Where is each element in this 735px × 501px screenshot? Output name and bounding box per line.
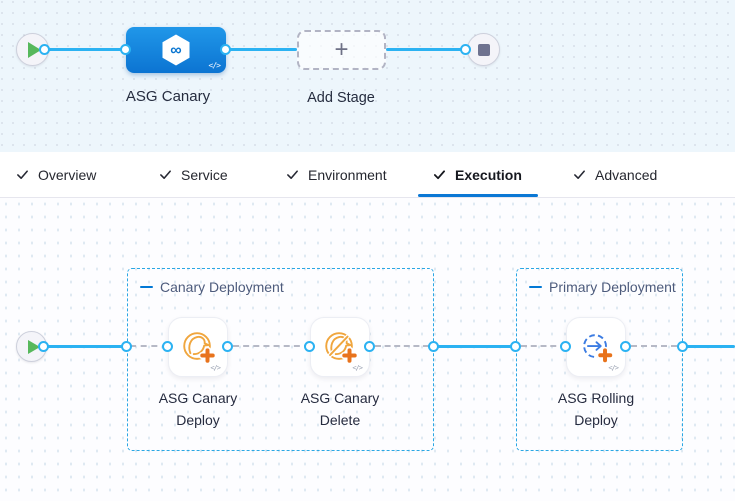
edge-addstage-to-end	[386, 48, 462, 51]
edge-dashed	[375, 345, 429, 347]
stage-graph-canvas[interactable]: ∞ </> + ASG Canary Add Stage	[0, 0, 735, 152]
step-code-toggle-icon[interactable]: </>	[210, 364, 221, 372]
stage-config-tabbar: Overview Service Environment Execution A…	[0, 152, 735, 198]
check-icon	[160, 170, 171, 180]
canary-delete-icon	[325, 332, 359, 365]
group1-in-port	[121, 341, 132, 352]
edge-dashed	[521, 345, 566, 347]
edge-start-to-stage	[45, 48, 126, 51]
plus-icon: +	[334, 36, 349, 63]
stage-asg-canary[interactable]: ∞ </>	[126, 27, 226, 73]
edge-dashed	[631, 345, 677, 347]
step-asg-canary-deploy[interactable]: </>	[168, 317, 228, 377]
check-icon	[287, 170, 298, 180]
step-in-port	[162, 341, 173, 352]
edge-dashed	[130, 345, 168, 347]
tab-environment[interactable]: Environment	[286, 152, 387, 197]
step-asg-rolling-deploy[interactable]: </>	[566, 317, 626, 377]
execution-graph-canvas[interactable]: Canary Deployment Primary Deployment </>	[0, 198, 735, 501]
check-icon	[574, 170, 585, 180]
check-icon	[433, 170, 446, 180]
rolling-deploy-icon	[583, 334, 614, 364]
edge-dashed	[233, 345, 310, 347]
step-label: ASG Canary Delete	[300, 390, 380, 428]
active-tab-indicator	[418, 194, 538, 197]
stop-icon	[477, 43, 490, 56]
pipeline-end-node	[467, 33, 500, 66]
step-out-port	[222, 341, 233, 352]
tab-advanced[interactable]: Advanced	[573, 152, 657, 197]
step-out-port	[620, 341, 631, 352]
stage-in-port	[120, 44, 131, 55]
add-stage-label: Add Stage	[307, 90, 375, 106]
svg-text:∞: ∞	[170, 42, 181, 59]
tab-service[interactable]: Service	[159, 152, 228, 197]
edge-group1-to-group2	[434, 345, 516, 348]
collapse-group-icon[interactable]	[529, 285, 542, 289]
edge-start-to-group1	[44, 345, 128, 348]
group2-in-port	[510, 341, 521, 352]
step-out-port	[364, 341, 375, 352]
start-node-port	[38, 341, 49, 352]
step-asg-canary-delete[interactable]: </>	[310, 317, 370, 377]
check-icon	[17, 170, 28, 180]
play-icon	[27, 339, 40, 354]
edge-stage-to-addstage	[226, 48, 297, 51]
step-label: ASG Rolling Deploy	[557, 390, 635, 428]
step-group-canary-deployment: Canary Deployment	[127, 268, 434, 451]
harness-stage-hexagon-icon: ∞	[162, 34, 190, 66]
collapse-group-icon[interactable]	[140, 285, 153, 289]
step-label: ASG Canary Deploy	[158, 390, 238, 428]
step-code-toggle-icon[interactable]: </>	[608, 364, 619, 372]
step-in-port	[304, 341, 315, 352]
start-node-port	[39, 44, 50, 55]
step-group-primary-deployment: Primary Deployment	[516, 268, 683, 451]
end-node-port	[460, 44, 471, 55]
group1-out-port	[428, 341, 439, 352]
stage-label: ASG Canary	[125, 88, 211, 105]
group-name: Primary Deployment	[549, 279, 676, 295]
group-name: Canary Deployment	[160, 279, 284, 295]
canary-deploy-icon	[183, 332, 217, 365]
edge-group2-to-end	[683, 345, 735, 348]
step-in-port	[560, 341, 571, 352]
group2-out-port	[677, 341, 688, 352]
stage-out-port	[220, 44, 231, 55]
step-code-toggle-icon[interactable]: </>	[352, 364, 363, 372]
tab-execution[interactable]: Execution	[433, 152, 522, 197]
add-stage-button[interactable]: +	[297, 30, 386, 70]
play-icon	[28, 41, 41, 58]
tab-overview[interactable]: Overview	[16, 152, 96, 197]
stage-code-toggle-icon[interactable]: </>	[208, 61, 221, 70]
